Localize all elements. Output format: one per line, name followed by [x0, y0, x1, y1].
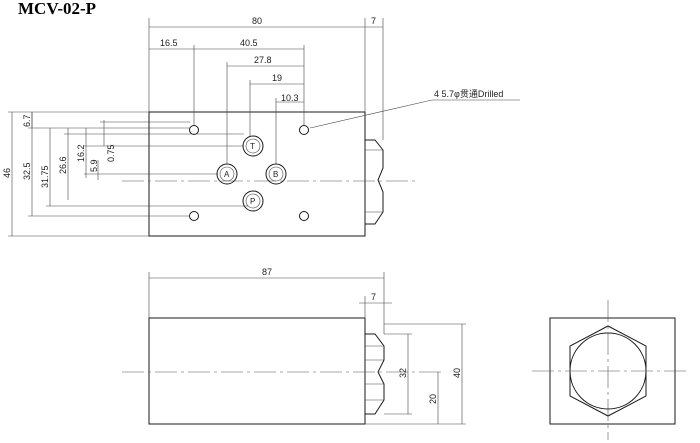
top-view-nut	[364, 139, 384, 225]
drill-note: 4 5.7φ贯通Drilled	[434, 89, 503, 99]
dim-32-5: 32.5	[22, 162, 32, 180]
dim-side-nut-7: 7	[371, 292, 376, 302]
mounting-hole	[189, 125, 199, 135]
port-b: B	[265, 163, 287, 185]
top-view: T A B P 80 7 16.5 40.	[2, 16, 520, 237]
dim-nut-7: 7	[371, 16, 376, 26]
svg-text:A: A	[224, 170, 230, 179]
port-a: A	[216, 163, 238, 185]
dim-80: 80	[252, 16, 262, 26]
dim-0-75: 0.75	[106, 144, 116, 162]
port-t: T	[242, 135, 264, 157]
dim-40-5: 40.5	[240, 38, 258, 48]
svg-text:P: P	[250, 197, 255, 206]
dim-16-5: 16.5	[160, 38, 178, 48]
dim-46: 46	[2, 168, 12, 178]
dim-6-7: 6.7	[22, 114, 32, 127]
svg-text:T: T	[250, 142, 255, 151]
dim-31-75: 31.75	[40, 165, 50, 188]
mounting-hole	[299, 125, 309, 135]
dim-27-8: 27.8	[254, 55, 272, 65]
dim-16-2: 16.2	[76, 144, 86, 162]
model-title: MCV-02-P	[18, 0, 96, 18]
side-view-body	[148, 317, 366, 425]
dim-hex-32: 32	[398, 368, 408, 378]
dim-center-20: 20	[428, 394, 438, 404]
side-view: 87 7 32 20 40	[122, 267, 466, 425]
svg-text:B: B	[273, 170, 278, 179]
dim-10-3: 10.3	[281, 93, 299, 103]
dim-87: 87	[262, 267, 272, 277]
mounting-hole	[299, 211, 309, 221]
dim-26-6: 26.6	[58, 156, 68, 174]
dim-19: 19	[272, 73, 282, 83]
port-p: P	[242, 190, 264, 212]
dim-height-40: 40	[452, 368, 462, 378]
side-view-nut	[364, 333, 385, 415]
dim-5-9: 5.9	[89, 159, 99, 172]
mounting-hole	[189, 211, 199, 221]
end-view	[532, 300, 690, 440]
